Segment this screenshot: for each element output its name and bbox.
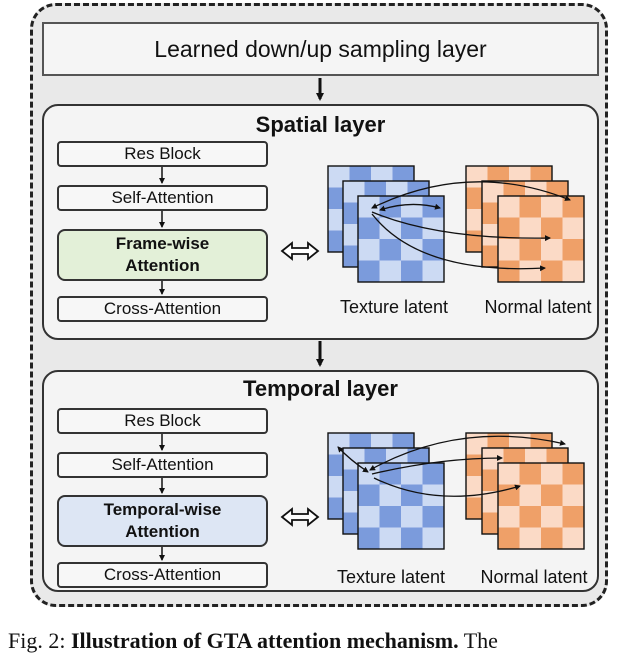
temporal-texture-latent-label: Texture latent (336, 567, 446, 587)
temporal-texture-frame-3 (357, 462, 445, 550)
latent-cell (498, 527, 520, 549)
temporal-cross-attention-block: Cross-Attention (57, 562, 268, 588)
temporal-attention-arcs (337, 435, 566, 497)
latent-cell (519, 260, 541, 282)
latent-cell (498, 239, 520, 261)
temporal-layer-title: Temporal layer (243, 376, 398, 401)
temporal-res-block: Res Block (57, 408, 268, 434)
latent-cell (379, 260, 401, 282)
latent-cell (422, 463, 444, 485)
latent-cell (519, 217, 541, 239)
latent-cell (562, 239, 584, 261)
spatial-double-arrow-icon (280, 241, 320, 261)
sampling-layer-box: Learned down/up sampling layer (42, 22, 599, 76)
latent-cell (498, 463, 520, 485)
latent-cell (562, 196, 584, 218)
spatial-cross-attention-block: Cross-Attention (57, 296, 268, 322)
latent-cell (541, 527, 563, 549)
latent-cell (358, 506, 380, 528)
latent-cell (562, 527, 584, 549)
latent-cell (422, 527, 444, 549)
latent-cell (401, 527, 423, 549)
frame-wise-attention-block: Frame-wise Attention (57, 229, 268, 281)
latent-cell (541, 506, 563, 528)
latent-cell (401, 260, 423, 282)
latent-cell (541, 239, 563, 261)
latent-cell (358, 239, 380, 261)
latent-cell (358, 484, 380, 506)
spatial-texture-frame-3 (357, 195, 445, 283)
latent-cell (379, 506, 401, 528)
sampling-layer-label: Learned down/up sampling layer (154, 35, 487, 62)
spatial-normal-latent-label: Normal latent (484, 297, 592, 317)
latent-cell (498, 260, 520, 282)
latent-cell (519, 527, 541, 549)
temporal-arc-2 (369, 435, 566, 471)
figure-caption: Fig. 2: Illustration of GTA attention me… (8, 628, 640, 654)
latent-cell (358, 527, 380, 549)
latent-cell (562, 260, 584, 282)
latent-cell (519, 463, 541, 485)
caption-prefix: Fig. 2: (8, 628, 66, 653)
temporal-normal-frame-3 (497, 462, 585, 550)
latent-cell (498, 506, 520, 528)
spatial-arc-4 (371, 213, 546, 272)
caption-rest: The (463, 628, 498, 653)
latent-cell (379, 484, 401, 506)
spatial-arc-1 (371, 181, 571, 209)
latent-cell (401, 196, 423, 218)
spatial-attention-arcs (371, 181, 571, 272)
temporal-arc-4 (373, 477, 521, 497)
temporal-double-arrow-icon (280, 507, 320, 527)
latent-cell (498, 196, 520, 218)
temporal-arc-3 (371, 455, 503, 475)
latent-cell (358, 260, 380, 282)
temporal-self-attention-block: Self-Attention (57, 452, 268, 478)
spatial-normal-frame-3 (497, 195, 585, 283)
latent-cell (541, 484, 563, 506)
latent-cell (562, 484, 584, 506)
latent-cell (422, 506, 444, 528)
latent-cell (401, 506, 423, 528)
latent-cell (541, 463, 563, 485)
latent-cell (541, 196, 563, 218)
latent-cell (379, 217, 401, 239)
latent-cell (519, 196, 541, 218)
latent-cell (422, 260, 444, 282)
latent-cell (379, 527, 401, 549)
latent-cell (519, 484, 541, 506)
latent-cell (519, 239, 541, 261)
latent-cell (379, 239, 401, 261)
temporal-wise-attention-block: Temporal-wise Attention (57, 495, 268, 547)
latent-cell (358, 217, 380, 239)
temporal-arc-1 (337, 446, 369, 473)
latent-cell (422, 239, 444, 261)
latent-cell (541, 260, 563, 282)
latent-cell (562, 217, 584, 239)
latent-cell (562, 463, 584, 485)
temporal-normal-latent-label: Normal latent (480, 567, 588, 587)
latent-cell (562, 506, 584, 528)
spatial-arc-3 (371, 211, 551, 242)
latent-cell (401, 217, 423, 239)
spatial-self-attention-block: Self-Attention (57, 185, 268, 211)
latent-cell (541, 217, 563, 239)
latent-cell (401, 484, 423, 506)
latent-cell (519, 506, 541, 528)
latent-cell (422, 217, 444, 239)
spatial-res-block: Res Block (57, 141, 268, 167)
spatial-texture-latent-label: Texture latent (339, 297, 449, 317)
spatial-arc-2 (379, 203, 441, 212)
spatial-layer-title: Spatial layer (255, 112, 386, 137)
caption-bold-title: Illustration of GTA attention mechanism. (70, 628, 459, 653)
latent-cell (498, 217, 520, 239)
